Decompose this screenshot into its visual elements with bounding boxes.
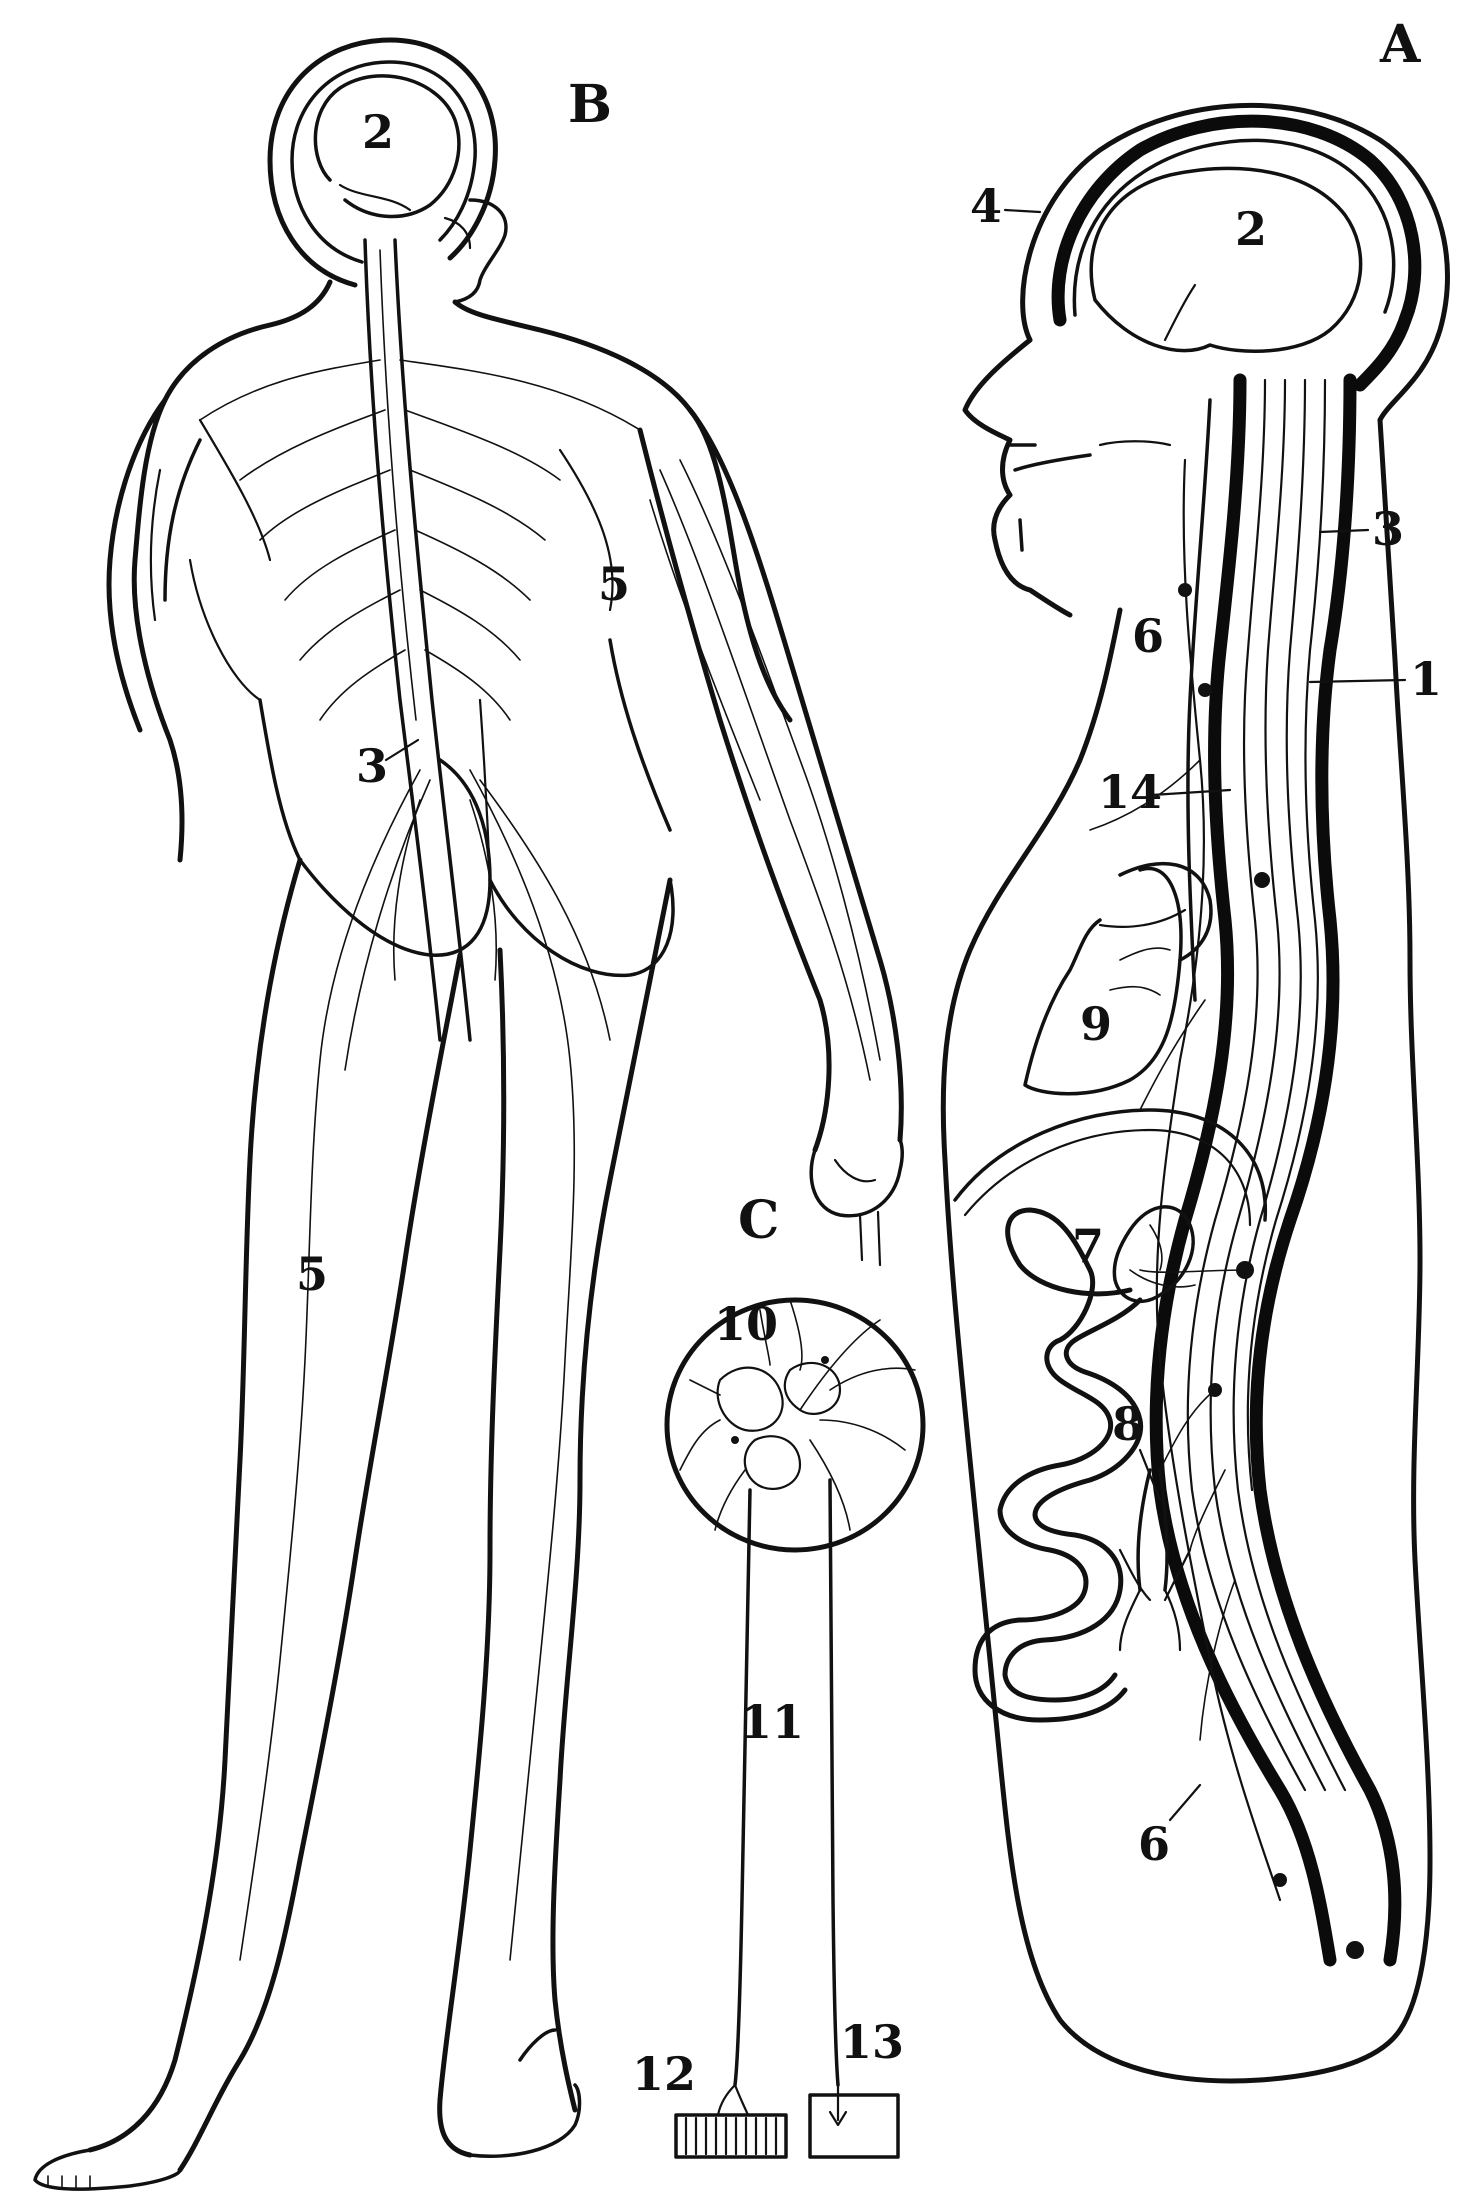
figure-a-intestine	[975, 1210, 1130, 1720]
figure-b-head	[270, 40, 506, 302]
figure-a-torso-outline	[943, 420, 1430, 2081]
figure-b-back-view	[35, 40, 902, 2189]
label-3-figure-b: 3	[356, 739, 388, 793]
label-5-leg: 5	[296, 1247, 328, 1301]
label-11: 11	[740, 1695, 804, 1749]
label-3-figure-a: 3	[1372, 502, 1404, 556]
figure-a-side-section	[943, 105, 1447, 2080]
figure-c-axon-left	[735, 1490, 750, 2085]
figure-c-terminal-13	[810, 2085, 898, 2157]
label-6-bottom: 6	[1138, 1817, 1170, 1871]
label-8: 8	[1112, 1397, 1144, 1451]
figure-b-left-foot	[35, 2150, 180, 2189]
label-5-arm: 5	[598, 557, 630, 611]
label-13: 13	[840, 2015, 904, 2069]
label-6-top: 6	[1132, 609, 1164, 663]
panel-label-a: A	[1379, 14, 1421, 75]
figure-c-axon-right	[830, 1480, 838, 2085]
label-1: 1	[1410, 652, 1442, 706]
label-9: 9	[1080, 997, 1112, 1051]
figure-a-brain	[1091, 168, 1360, 351]
labels: A B C 2 2 4 3 1 6 14 9 7 8 6 5 3 5 10 11…	[296, 14, 1442, 2101]
figure-b-right-leg	[440, 880, 670, 2156]
label-7: 7	[1072, 1219, 1104, 1273]
figure-b-hand	[811, 1140, 902, 1216]
panel-label-b: B	[568, 74, 612, 135]
label-10: 10	[714, 1297, 778, 1351]
label-2-figure-a: 2	[1235, 202, 1267, 256]
label-14: 14	[1098, 765, 1162, 819]
label-4: 4	[970, 179, 1002, 233]
figure-c-circle	[667, 1300, 923, 1550]
figure-a-spinal-column	[1156, 380, 1395, 1960]
panel-label-c: C	[738, 1190, 779, 1251]
figure-a-organ-9	[1025, 864, 1211, 1094]
label-12: 12	[632, 2047, 696, 2101]
figure-b-left-leg	[35, 860, 460, 2189]
figure-b-left-arm	[109, 400, 200, 730]
figure-b-right-arm	[640, 410, 902, 1265]
label-2-figure-b: 2	[362, 105, 394, 159]
